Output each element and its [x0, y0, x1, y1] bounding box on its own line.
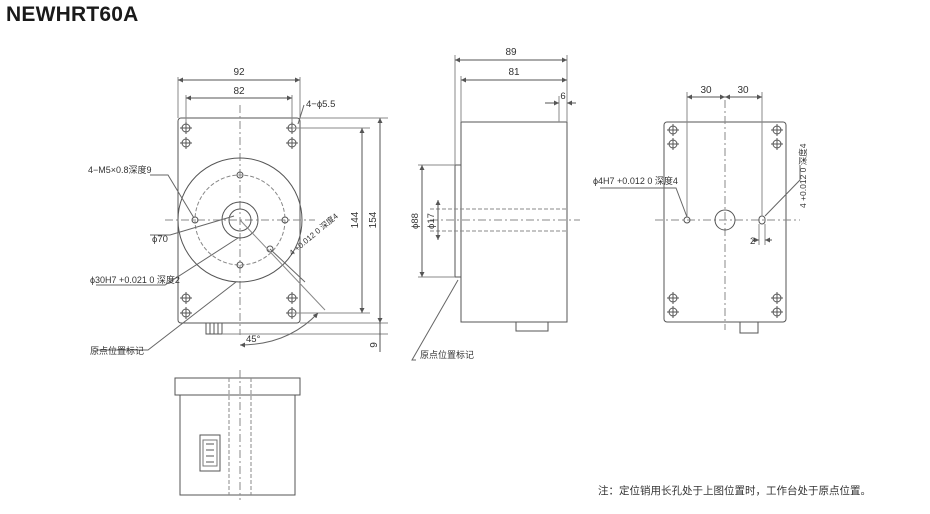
label-origin-front: 原点位置标记	[90, 345, 144, 356]
leader-rear-slot	[764, 165, 801, 217]
leader-bore	[96, 237, 239, 286]
label-88: ϕ88	[410, 213, 421, 229]
rotary-table-outer	[177, 157, 303, 283]
label-corner-holes: 4−ϕ5.5	[306, 99, 335, 110]
leader-corner-holes	[297, 104, 305, 125]
rear-center-hole	[714, 209, 736, 231]
tapped-hole-left	[191, 216, 199, 224]
label-9: 9	[369, 342, 380, 348]
side-body	[460, 121, 568, 323]
angle-arc	[239, 312, 319, 348]
leader-rear-pin	[600, 187, 688, 218]
label-30-left: 30	[700, 85, 712, 96]
label-89: 89	[505, 47, 517, 58]
label-slot-width: 2	[750, 236, 755, 247]
leader-tapped	[150, 174, 195, 219]
label-pcd: ϕ70	[152, 234, 168, 245]
side-view	[411, 55, 580, 361]
label-82: 82	[233, 86, 245, 97]
label-tapped-holes: 4−M5×0.8深度9	[88, 164, 152, 175]
label-6: 6	[560, 91, 565, 102]
center-bore-inner	[228, 208, 252, 232]
label-81: 81	[508, 67, 520, 78]
label-154: 154	[368, 211, 379, 228]
angle-line	[239, 219, 326, 311]
label-rear-pin: ϕ4H7 +0.012 0 深度4	[593, 175, 678, 186]
bottom-body	[179, 394, 296, 496]
label-bore: ϕ30H7 +0.021 0 深度2	[90, 274, 180, 285]
rear-corner-holes	[667, 124, 783, 318]
label-30-right: 30	[737, 85, 749, 96]
leader-pcd	[150, 215, 235, 236]
label-92: 92	[233, 67, 245, 78]
tapped-hole-bottom	[236, 261, 244, 269]
leader-origin-side	[411, 279, 459, 361]
front-view	[96, 77, 388, 352]
tapped-hole-top	[236, 171, 244, 179]
label-17: ϕ17	[426, 213, 437, 229]
side-table	[454, 164, 462, 278]
leader-origin-front	[96, 281, 237, 351]
tapped-hole-right	[281, 216, 289, 224]
side-connector	[515, 321, 549, 332]
label-pin-hole: 4 +0.012 0 深度4	[287, 210, 340, 257]
rear-view	[600, 92, 801, 334]
footnote: 注：定位销用长孔处于上图位置时，工作台处于原点位置。	[598, 485, 871, 497]
page-title: NEWHRT60A	[6, 3, 139, 26]
bottom-flange	[174, 377, 301, 396]
pcd-circle	[194, 174, 286, 266]
bottom-view	[174, 370, 301, 500]
label-origin-side: 原点位置标记	[420, 349, 474, 360]
label-rear-slot: 4 +0.012 0 深度4	[798, 143, 808, 208]
bottom-connector	[199, 434, 221, 472]
rear-connector	[739, 321, 759, 334]
label-144: 144	[350, 211, 361, 228]
label-angle: 45°	[246, 334, 261, 345]
